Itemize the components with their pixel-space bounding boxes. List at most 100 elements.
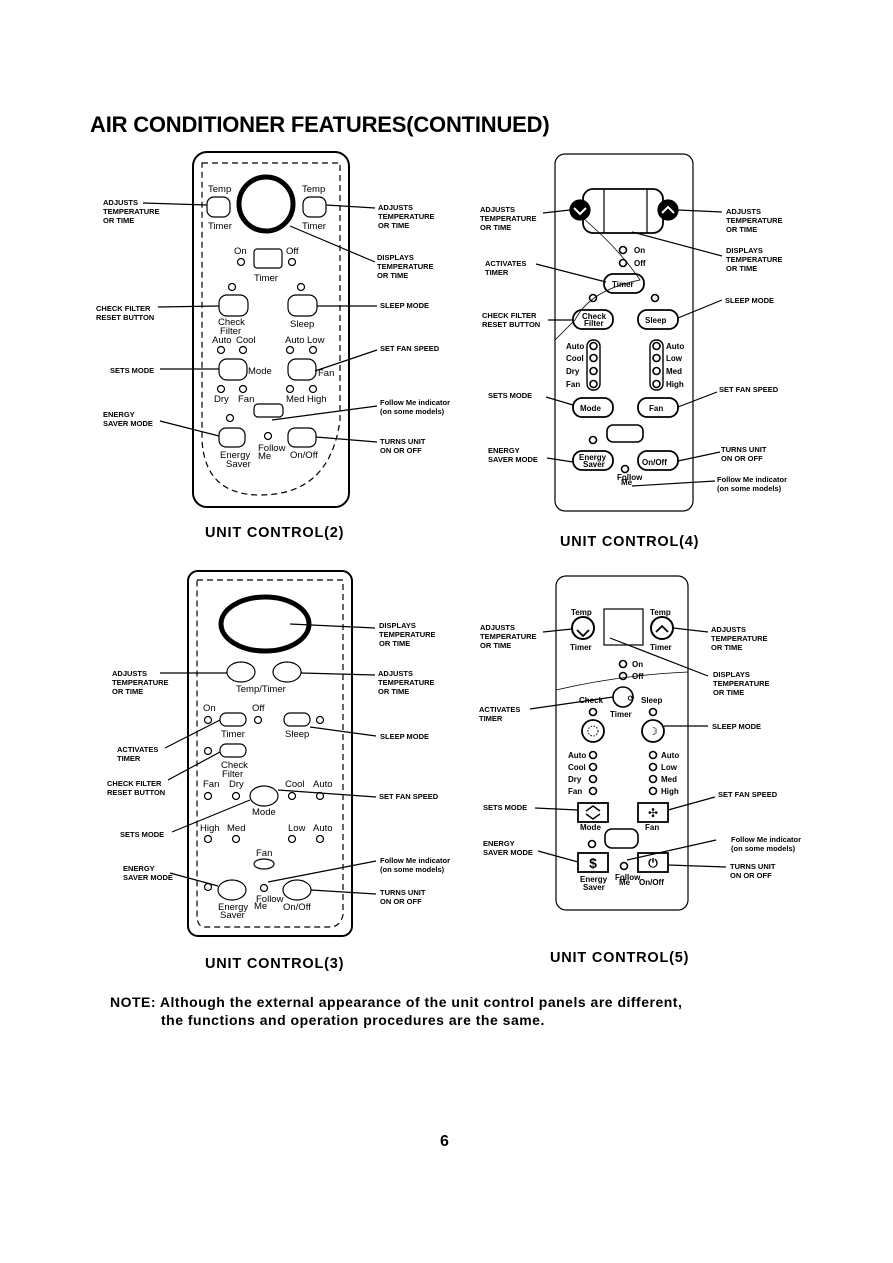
svg-text:Auto: Auto [661,751,679,760]
svg-text:Cool: Cool [566,354,584,363]
svg-text:Cool: Cool [568,763,586,772]
svg-text:Me: Me [258,451,271,462]
display-ring [236,174,296,234]
svg-text:Sleep: Sleep [641,696,662,705]
unit-control-4 [535,153,723,512]
svg-text:Sleep: Sleep [645,316,666,325]
svg-text:Temp: Temp [208,184,231,195]
svg-text:On: On [634,246,645,255]
svg-text:Me: Me [619,878,631,887]
timer-button [253,248,283,269]
check-filter-button [218,294,249,317]
svg-text:Fan: Fan [238,394,254,405]
svg-text:Check: Check [221,760,248,771]
svg-text:Follow: Follow [615,873,641,882]
temp-up-button-left [206,196,231,218]
fan-button [287,358,317,381]
sleep-button [287,294,318,317]
svg-text:Energy: Energy [220,450,250,461]
svg-text:Energy: Energy [579,453,607,462]
svg-text:On/Off: On/Off [290,450,318,461]
svg-text:High: High [200,823,220,834]
svg-text:Timer: Timer [650,643,672,652]
callout-fan-speed-uc5: SET FAN SPEED [718,790,778,799]
svg-text:Me: Me [254,901,267,912]
callout-sleep-uc4: SLEEP MODE [725,296,774,305]
svg-text:Off: Off [252,703,265,714]
svg-text:Timer: Timer [208,221,232,232]
svg-text:Auto: Auto [313,823,333,834]
svg-text:Follow: Follow [258,443,286,454]
svg-text:☽: ☽ [648,726,658,738]
svg-text:Fan: Fan [318,368,334,379]
svg-text:On/Off: On/Off [283,902,311,913]
svg-text:Temp/Timer: Temp/Timer [236,684,286,695]
svg-text:Fan: Fan [645,823,659,832]
svg-text:Auto: Auto [566,342,584,351]
note-line-1: NOTE: Although the external appearance o… [110,994,683,1010]
callout-sleep-uc5: SLEEP MODE [712,722,761,731]
svg-text:Filter: Filter [584,319,604,328]
callout-fan-speed-uc4: SET FAN SPEED [719,385,779,394]
svg-text:Off: Off [286,246,299,257]
page-title: AIR CONDITIONER FEATURES(CONTINUED) [90,112,550,137]
note: NOTE: Although the external appearance o… [110,993,682,1029]
svg-text:Filter: Filter [222,769,243,780]
svg-text:On: On [234,246,247,257]
svg-text:Saver: Saver [220,910,245,921]
svg-text:On/Off: On/Off [642,458,667,467]
callout-sets-mode-uc4: SETS MODE [488,391,532,400]
svg-text:Fan: Fan [649,404,663,413]
svg-text:Check: Check [218,317,245,328]
svg-text:Fan: Fan [203,779,219,790]
svg-text:Saver: Saver [583,883,605,892]
svg-text:On: On [203,703,216,714]
svg-text:Timer: Timer [612,280,634,289]
svg-text:Low: Low [661,763,678,772]
svg-text:✣: ✣ [648,806,658,820]
svg-text:High: High [666,380,684,389]
svg-text:On: On [632,660,643,669]
svg-text:Saver: Saver [583,460,605,469]
svg-text:Check: Check [582,312,607,321]
svg-text:Follow: Follow [256,894,284,905]
callout-fan-speed-uc2: SET FAN SPEED [380,344,440,353]
svg-text:⟳: ⟳ [628,694,635,703]
svg-text:Fan: Fan [568,787,582,796]
svg-text:Auto: Auto [666,342,684,351]
unit-control-5 [529,575,727,911]
on-off-button [287,427,317,448]
caption-unit-control-5: UNIT CONTROL(5) [550,950,690,966]
svg-text:Mode: Mode [580,823,601,832]
mode-button [218,358,248,381]
svg-text:Cool: Cool [285,779,305,790]
svg-text:High: High [661,787,679,796]
svg-text:Timer: Timer [570,643,592,652]
callout-sleep-uc2: SLEEP MODE [380,301,429,310]
svg-text:Energy: Energy [580,875,608,884]
callout-sets-mode-uc2: SETS MODE [110,366,154,375]
svg-text:Follow: Follow [617,473,643,482]
callout-fan-speed-uc3: SET FAN SPEED [379,792,439,801]
svg-text:High: High [307,394,327,405]
svg-text:Fan: Fan [256,848,272,859]
